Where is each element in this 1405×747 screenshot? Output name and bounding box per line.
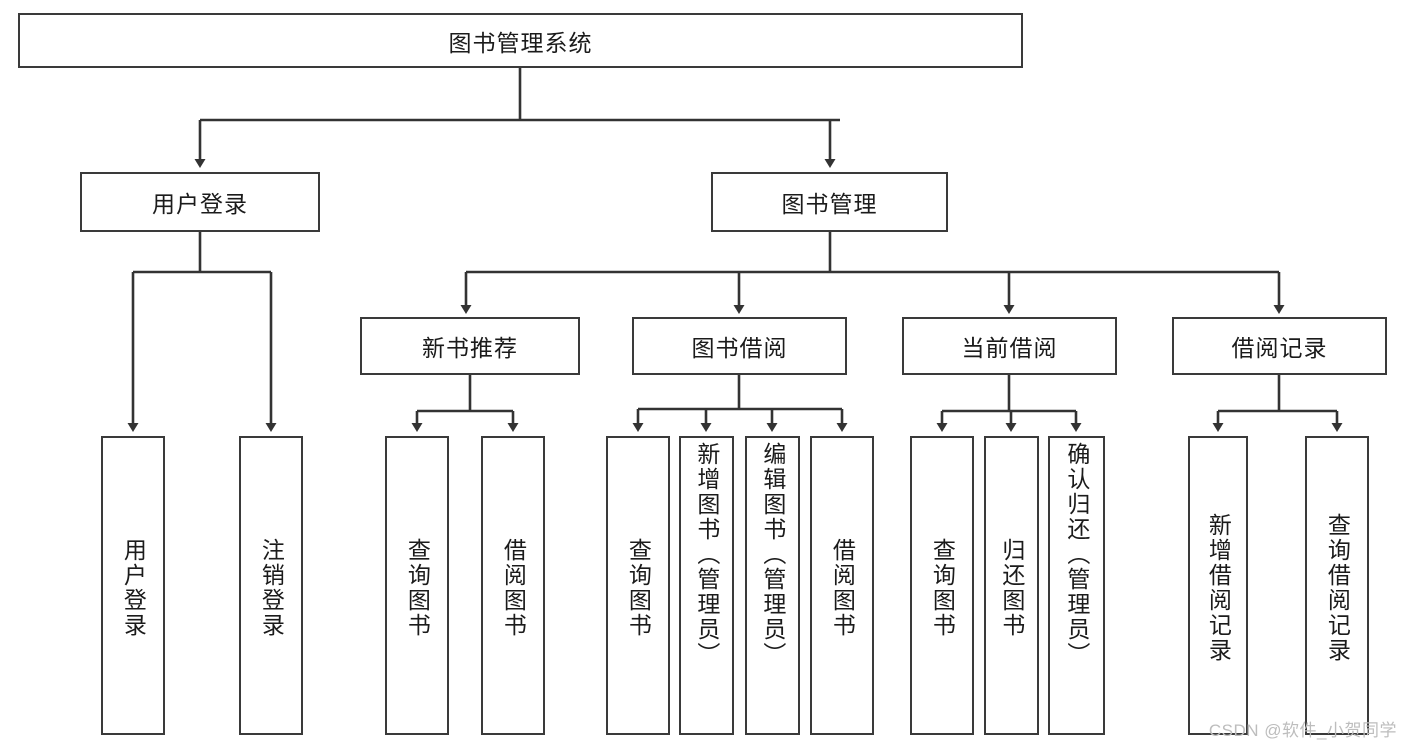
leaf-confirm-return-admin-label: 确认归还（管理员） [1063, 442, 1090, 667]
leaf-user-login[interactable]: 用户登录 [101, 436, 165, 735]
watermark: CSDN @软件_小贺同学 [1208, 721, 1397, 740]
node-book-management[interactable]: 图书管理 [711, 172, 948, 232]
node-user-login-label: 用户登录 [152, 191, 248, 217]
leaf-borrow-book[interactable]: 借阅图书 [810, 436, 874, 735]
leaf-query-borrow-record[interactable]: 查询借阅记录 [1305, 436, 1369, 735]
leaf-query-book-borrow[interactable]: 查询图书 [606, 436, 670, 735]
node-book-management-label: 图书管理 [781, 191, 878, 217]
leaf-return-book[interactable]: 归还图书 [984, 436, 1039, 735]
node-current-borrow[interactable]: 当前借阅 [902, 317, 1117, 375]
node-root-label: 图书管理系统 [448, 29, 593, 56]
leaf-borrow-book-recommend-label: 借阅图书 [500, 537, 527, 638]
leaf-add-borrow-record[interactable]: 新增借阅记录 [1188, 436, 1248, 735]
leaf-add-book-admin[interactable]: 新增图书（管理员） [679, 436, 734, 735]
node-root[interactable]: 图书管理系统 [18, 13, 1023, 68]
node-new-book-recommend-label: 新书推荐 [422, 335, 518, 361]
node-new-book-recommend[interactable]: 新书推荐 [360, 317, 580, 375]
leaf-query-book-current[interactable]: 查询图书 [910, 436, 974, 735]
leaf-logout-label: 注销登录 [258, 537, 285, 638]
leaf-add-book-admin-label: 新增图书（管理员） [693, 442, 720, 667]
leaf-query-book-borrow-label: 查询图书 [625, 537, 652, 638]
node-book-borrow[interactable]: 图书借阅 [632, 317, 847, 375]
leaf-edit-book-admin-label: 编辑图书（管理员） [759, 442, 786, 667]
node-borrow-record-label: 借阅记录 [1231, 335, 1328, 361]
leaf-edit-book-admin[interactable]: 编辑图书（管理员） [745, 436, 800, 735]
leaf-add-borrow-record-label: 新增借阅记录 [1205, 512, 1232, 663]
node-user-login[interactable]: 用户登录 [80, 172, 320, 232]
leaf-logout[interactable]: 注销登录 [239, 436, 303, 735]
node-book-borrow-label: 图书借阅 [691, 335, 788, 361]
leaf-query-book-recommend[interactable]: 查询图书 [385, 436, 449, 735]
leaf-borrow-book-recommend[interactable]: 借阅图书 [481, 436, 545, 735]
leaf-user-login-label: 用户登录 [120, 537, 147, 638]
leaf-query-book-recommend-label: 查询图书 [404, 537, 431, 638]
leaf-return-book-label: 归还图书 [998, 537, 1025, 638]
leaf-borrow-book-label: 借阅图书 [829, 537, 856, 638]
node-borrow-record[interactable]: 借阅记录 [1172, 317, 1387, 375]
leaf-confirm-return-admin[interactable]: 确认归还（管理员） [1048, 436, 1105, 735]
leaf-query-borrow-record-label: 查询借阅记录 [1324, 512, 1351, 663]
leaf-query-book-current-label: 查询图书 [929, 537, 956, 638]
node-current-borrow-label: 当前借阅 [961, 335, 1058, 361]
